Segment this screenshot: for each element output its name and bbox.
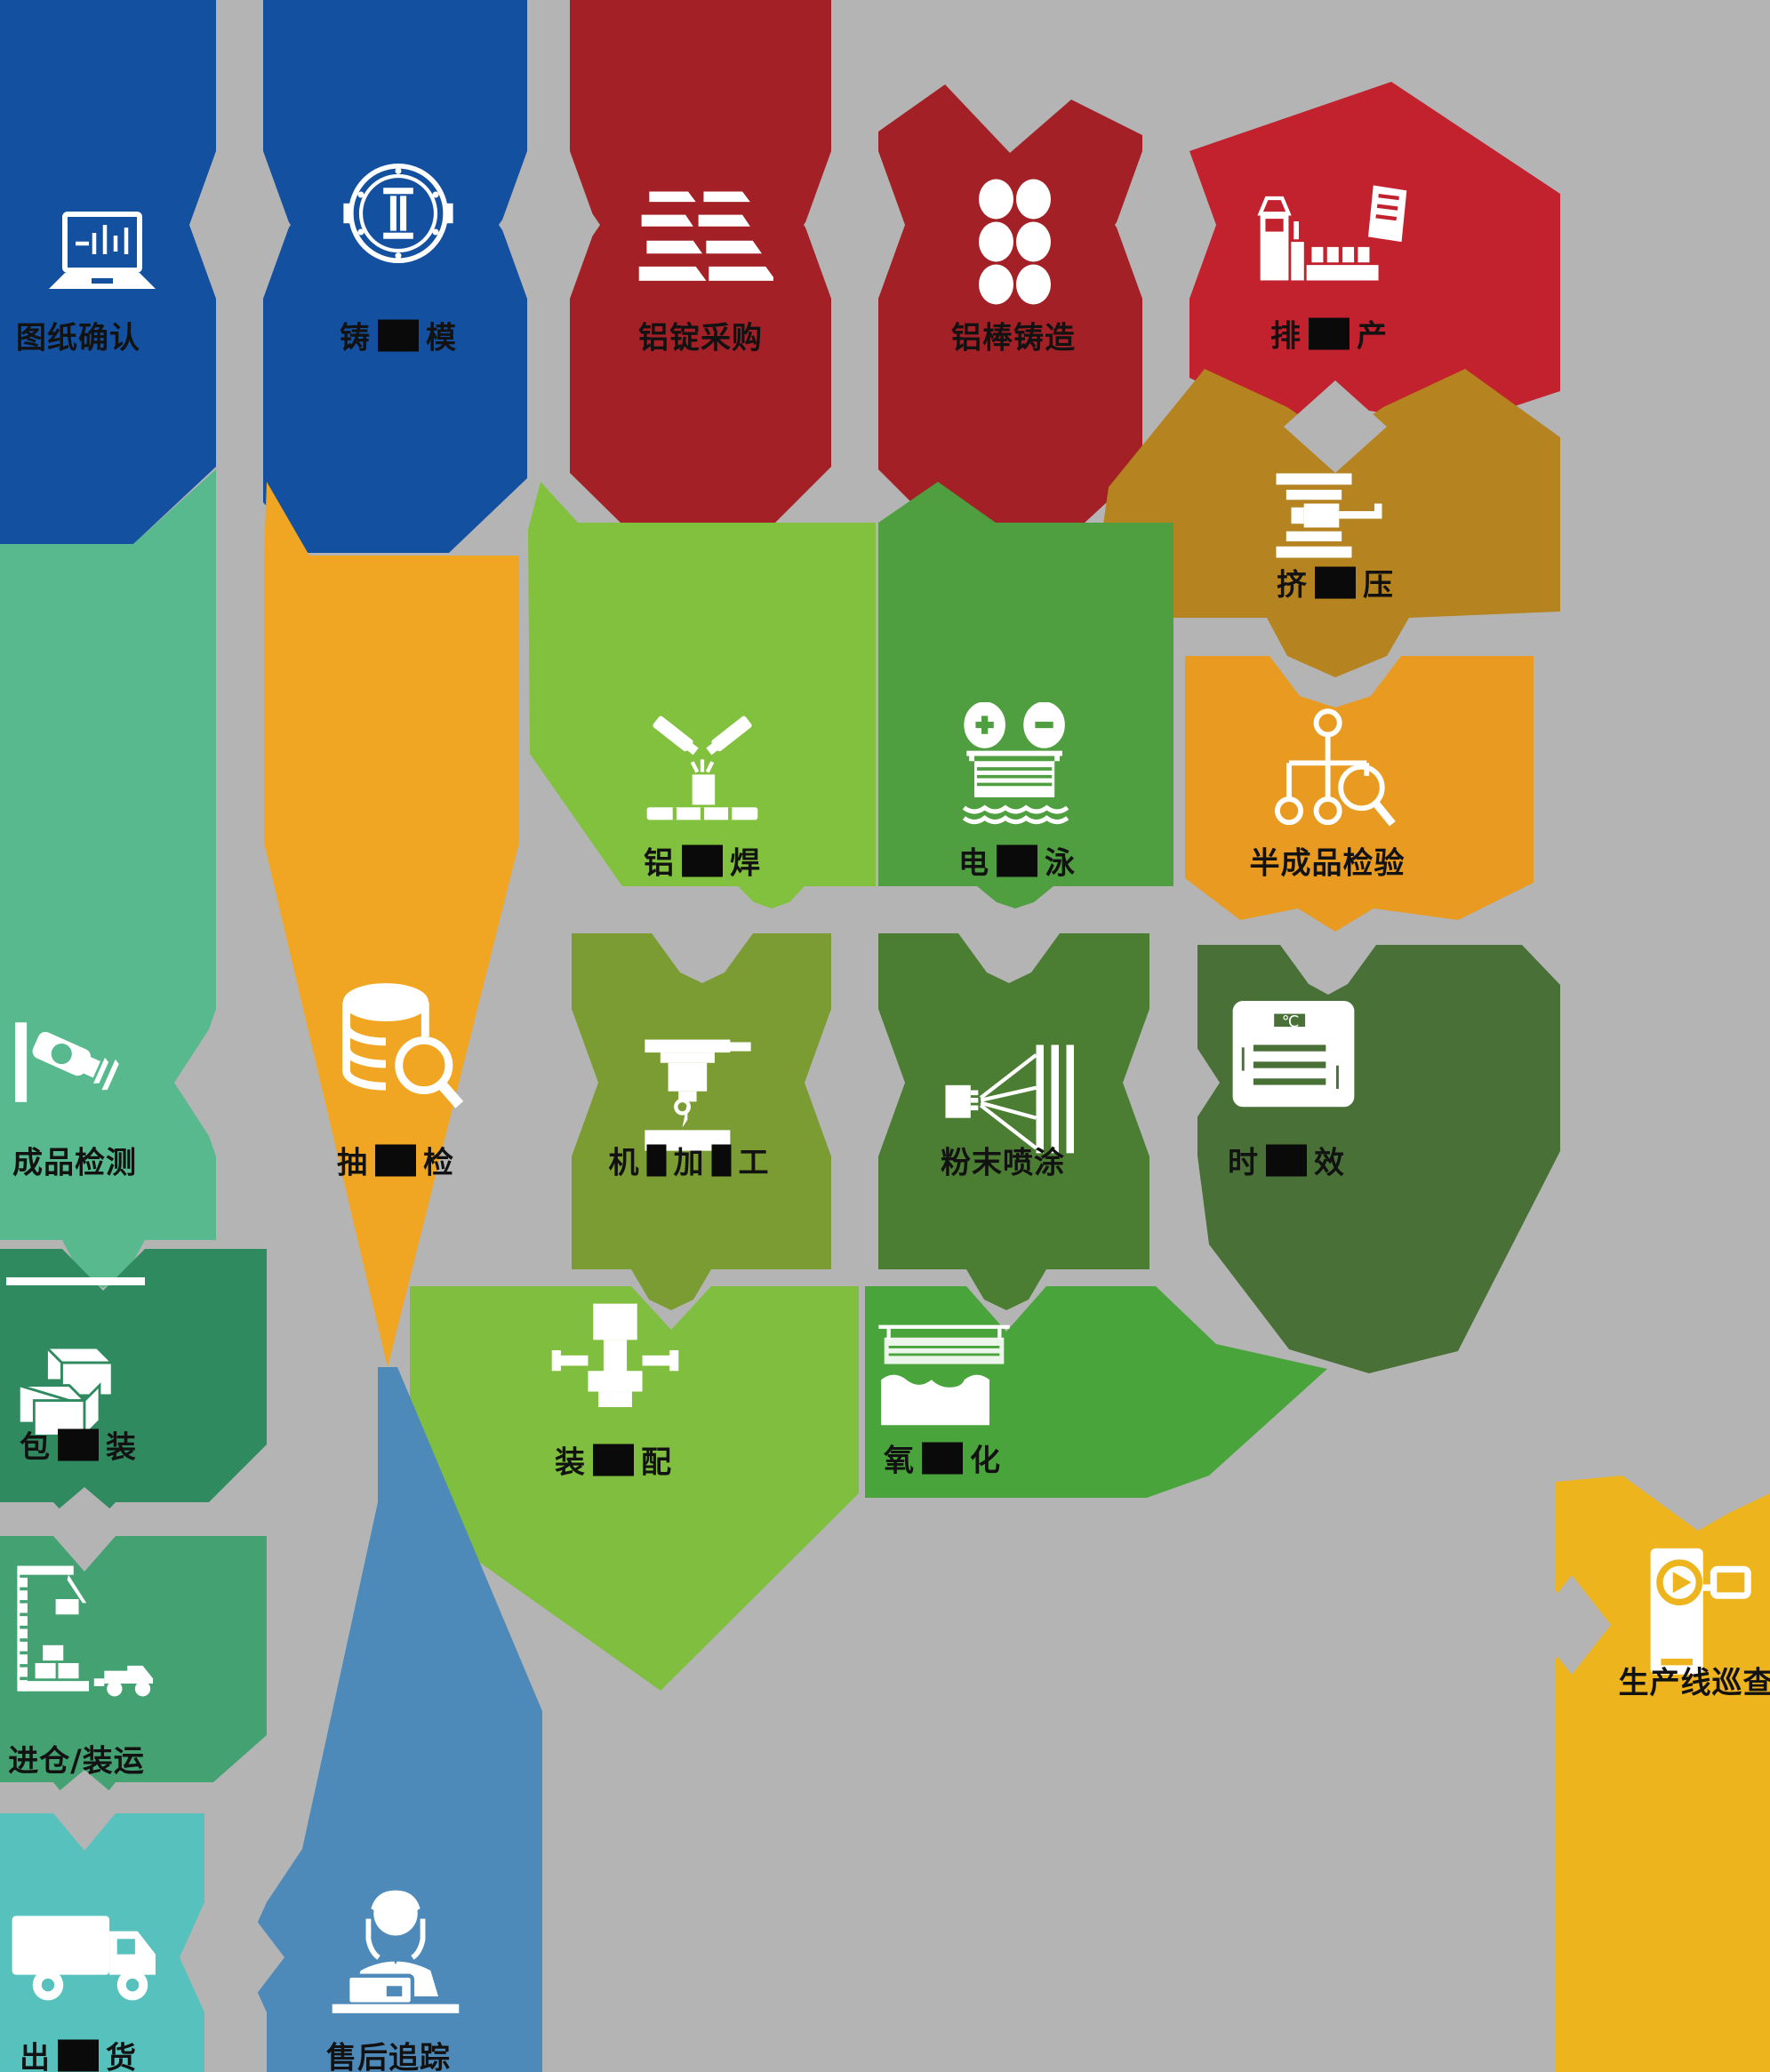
connector-diamond	[1284, 380, 1387, 473]
redaction-box	[378, 319, 419, 351]
step-label-powder-coating: 粉末喷涂	[941, 1145, 1065, 1181]
step-label-electrophoresis: 电泳	[958, 844, 1076, 882]
spray-gun-icon	[938, 1031, 1089, 1164]
redaction-box	[1309, 317, 1350, 349]
connector-diamond	[181, 1890, 284, 2025]
connector-diamond	[499, 151, 600, 299]
step-label-drawing-confirmation: 图纸确认	[16, 320, 140, 356]
redaction-box	[646, 1144, 667, 1176]
step-label-machining: 机加工	[608, 1144, 770, 1181]
shape-production-scheduling	[1189, 82, 1560, 425]
laptop-blueprint-icon	[36, 206, 169, 313]
step-label-semi-finished-inspection: 半成品检验	[1249, 845, 1406, 882]
step-label-extrusion: 挤压	[1277, 566, 1394, 604]
shape-after-sales-tracking	[242, 1367, 542, 2072]
step-label-aluminum-welding: 铝焊	[644, 844, 761, 882]
shape-semi-finished-inspection	[1185, 656, 1534, 932]
packaging-divider-line	[6, 1277, 145, 1285]
redaction-box	[711, 1144, 732, 1176]
aging-oven-icon: ℃	[1222, 991, 1365, 1124]
step-label-warehousing-shipping: 进仓/装运	[8, 1743, 145, 1780]
step-label-sampling-inspection: 抽检	[337, 1144, 454, 1181]
shape-finished-product-testing	[0, 469, 216, 1288]
connector-diamond	[189, 151, 291, 299]
step-label-mold-casting: 铸模	[340, 319, 457, 356]
welding-torches-icon	[627, 707, 778, 831]
rod-ends-icon	[965, 175, 1062, 308]
connector-diamond	[1115, 151, 1216, 299]
shape-mold-casting	[263, 0, 527, 553]
redaction-box	[1266, 1144, 1307, 1176]
step-label-ingot-purchase: 铝锭采购	[638, 320, 763, 356]
step-label-oxidation: 氧化	[884, 1442, 1001, 1479]
step-label-rod-casting: 铝棒铸造	[951, 320, 1076, 356]
step-label-assembly: 装配	[555, 1444, 672, 1481]
redaction-box	[1315, 566, 1356, 598]
connector-diamond	[174, 1012, 267, 1154]
connector-diamond	[1533, 1575, 1611, 1675]
svg-text:℃: ℃	[1282, 1013, 1300, 1031]
connector-diamond	[49, 1487, 120, 1548]
assembly-part-icon	[544, 1293, 686, 1436]
redaction-box	[682, 844, 723, 876]
support-agent-icon	[311, 1880, 480, 2022]
electrode-bath-icon	[946, 701, 1088, 836]
database-magnifier-icon	[323, 973, 474, 1124]
shape-packaging	[0, 1249, 267, 1536]
shape-rod-casting	[878, 84, 1142, 524]
extrusion-press-icon	[1253, 467, 1405, 564]
flowchart-magnifier-icon	[1261, 702, 1403, 844]
redaction-box	[593, 1444, 634, 1476]
boxes-icon	[9, 1329, 160, 1444]
shape-ingot-purchase	[570, 0, 831, 524]
connector-diamond	[51, 1770, 118, 1827]
redaction-box	[58, 1428, 99, 1460]
shape-sampling-inspection	[264, 482, 519, 1367]
shape-assembly	[410, 1286, 859, 1691]
step-label-production-scheduling: 排产	[1270, 317, 1388, 355]
step-label-finished-product-testing: 成品检测	[12, 1145, 137, 1181]
factory-line-icon	[1249, 175, 1418, 291]
step-label-shipment: 出货	[20, 2039, 137, 2072]
redaction-box	[58, 2039, 99, 2071]
redaction-box	[997, 844, 1037, 876]
inspection-camera-icon	[4, 1004, 147, 1120]
connector-diamond	[808, 1012, 901, 1154]
step-label-after-sales-tracking: 售后追踪	[326, 2040, 451, 2072]
delivery-truck-icon	[4, 1902, 164, 2009]
oxidation-tank-icon	[869, 1318, 1020, 1434]
shape-aluminum-welding	[528, 482, 876, 908]
connector-diamond	[804, 151, 905, 299]
mold-icon	[336, 151, 461, 276]
shape-machining	[572, 933, 831, 1310]
video-camera-icon	[1621, 1538, 1754, 1689]
redaction-box	[375, 1144, 416, 1176]
shape-powder-coating	[878, 933, 1149, 1310]
redaction-box	[922, 1442, 963, 1474]
shape-electrophoresis	[878, 482, 1173, 908]
crane-truck-icon	[4, 1560, 164, 1702]
ingot-stack-icon	[631, 180, 776, 286]
step-label-aging: 时效	[1228, 1144, 1345, 1181]
connector-diamond	[1127, 1012, 1220, 1154]
step-label-packaging: 包装	[20, 1428, 137, 1466]
connector-diamond	[500, 1012, 592, 1154]
step-label-production-line-inspection: 生产线巡查	[1618, 1665, 1770, 1701]
